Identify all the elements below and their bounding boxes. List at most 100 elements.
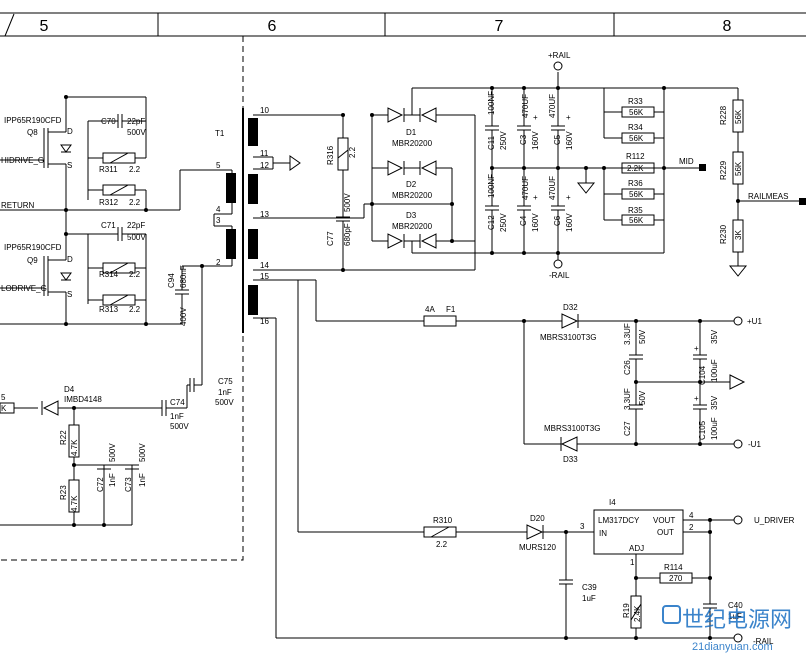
- t1-pin-12: 12: [260, 161, 269, 170]
- net-return: RETURN: [1, 201, 35, 210]
- r34-value: 56K: [629, 134, 644, 143]
- q8-part: IPP65R190CFD: [4, 116, 62, 125]
- r23-ref: R23: [59, 485, 68, 500]
- c12-value: 100NF: [487, 174, 496, 198]
- r35-value: 56K: [629, 216, 644, 225]
- c6-value: 470UF: [548, 176, 557, 200]
- pu1-terminal: [733, 316, 743, 326]
- c74-ref: C74: [170, 398, 185, 407]
- r19-value: 2.4K: [633, 605, 642, 622]
- c104-plus: +: [694, 344, 699, 353]
- r311-ref: R311: [99, 165, 118, 174]
- d2-ref: D2: [406, 180, 417, 189]
- t1-pin-10: 10: [260, 106, 269, 115]
- c40-ref: C40: [728, 601, 743, 610]
- r229-value: 56K: [734, 161, 743, 176]
- c40-value: 1uF: [728, 612, 742, 621]
- i4-adj: ADJ: [629, 544, 644, 553]
- c3-value: 470UF: [521, 94, 530, 118]
- c6-voltage: 160V: [565, 213, 574, 232]
- c74-value: 1nF: [170, 412, 184, 421]
- r312-value: 2.2: [129, 198, 141, 207]
- r316-value: 2.2: [348, 146, 357, 158]
- t1-pin-5: 5: [216, 161, 221, 170]
- r33-value: 56K: [629, 108, 644, 117]
- rail-buses: +RAIL -RAIL MID: [412, 51, 706, 280]
- c27-ref: C27: [623, 421, 632, 436]
- c105-value: 100uF: [710, 417, 719, 440]
- i4-out: OUT: [657, 528, 674, 537]
- t1-pin-3: 3: [216, 216, 221, 225]
- border-col-8: 8: [723, 18, 732, 35]
- c77-ref: C77: [326, 231, 335, 246]
- i4-vout: VOUT: [653, 516, 675, 525]
- net-hidrive: HIDRIVE_G: [1, 156, 44, 165]
- c11-voltage: 250V: [499, 131, 508, 150]
- border-col-6: 6: [268, 18, 277, 35]
- measurement-divider: R228 56K R229 56K R230 3K RAILMEAS: [664, 87, 806, 277]
- aux-supply: 4A F1 D32 MBRS3100T3G +U1 MBRS3100T3G D3…: [315, 280, 762, 464]
- r35-ref: R35: [628, 206, 643, 215]
- r310-ref: R310: [433, 516, 453, 525]
- t1-pin-2: 2: [216, 258, 221, 267]
- i4-ref: I4: [609, 498, 616, 507]
- nrail-terminal: [553, 259, 563, 269]
- r22-ref: R22: [59, 430, 68, 445]
- watermark-cn: 世纪电源网: [682, 608, 792, 633]
- lower-left-network: 5 K D4 IMBD4148 C74 1nF 500V C75 1nF 500…: [0, 377, 234, 527]
- d32-part: MBRS3100T3G: [540, 333, 596, 342]
- c5-value: 470UF: [548, 94, 557, 118]
- r19-ref: R19: [622, 603, 631, 618]
- r112-ref: R112: [626, 152, 645, 161]
- c104-voltage: 35V: [710, 329, 719, 344]
- c70-ref: C70: [101, 117, 116, 126]
- c11-value: 100NF: [487, 91, 496, 115]
- bleeder-resistors: R33 56K R34 56K R112 2.2K R36 56K R35 56…: [602, 86, 666, 253]
- c71-value: 22pF: [127, 221, 145, 230]
- r36-value: 56K: [629, 190, 644, 199]
- mosfet-q8: IPP65R190CFD Q8 D S HIDRIVE_G: [0, 97, 73, 210]
- border-frame: 5 6 7 8: [0, 12, 806, 37]
- c5-voltage: 160V: [565, 131, 574, 150]
- c73-value: 1nF: [138, 473, 147, 487]
- c4-voltage: 160V: [531, 213, 540, 232]
- partial-ref: 5: [1, 393, 6, 402]
- net-mid: MID: [679, 157, 694, 166]
- net-nrail-bottom: -RAIL: [753, 637, 774, 646]
- c73-voltage: 500V: [138, 443, 147, 462]
- c26-ref: C26: [623, 360, 632, 375]
- d3-ref: D3: [406, 211, 417, 220]
- r228-ref: R228: [719, 105, 728, 125]
- filter-capacitors: + + + + 100NF C11 250V 470UF C3 160V 470…: [485, 86, 588, 255]
- c6-plus: +: [566, 193, 571, 202]
- d1-ref: D1: [406, 128, 417, 137]
- c3-voltage: 160V: [531, 131, 540, 150]
- watermark-url: 21dianyuan.com: [692, 641, 773, 653]
- regulator: R310 2.2 D20 MURS120 3 I4 LM317DCY IN VO…: [275, 280, 795, 646]
- i4-pin-1: 1: [630, 558, 635, 567]
- net-nrail: -RAIL: [549, 271, 570, 280]
- r114-value: 270: [669, 574, 683, 583]
- c77-value: 680pF: [343, 223, 352, 246]
- d20-part: MURS120: [519, 543, 556, 552]
- c3-ref: C3: [519, 134, 528, 145]
- snubber-low: C71 22pF 500V R314 2.2 R313 2.2: [66, 221, 147, 324]
- border-col-5: 5: [40, 18, 49, 35]
- d2-part: MBR20200: [392, 191, 433, 200]
- partial-val: K: [1, 404, 7, 413]
- d3-part: MBR20200: [392, 222, 433, 231]
- q8-pin-s: S: [67, 161, 72, 170]
- r112-value: 2.2K: [627, 164, 644, 173]
- i4-pin-2: 2: [689, 523, 694, 532]
- r229-ref: R229: [719, 160, 728, 180]
- r34-ref: R34: [628, 123, 643, 132]
- f1-ref: F1: [446, 305, 456, 314]
- ground-arrow-icon: [289, 155, 301, 171]
- d33-ref: D33: [563, 455, 578, 464]
- snubber-high: C70 22pF 500V R311 2.2 R312 2.2: [66, 96, 147, 210]
- i4-pin-4: 4: [689, 511, 694, 520]
- q9-part: IPP65R190CFD: [4, 243, 62, 252]
- mosfet-q9: IPP65R190CFD Q9 D S LODRIVE_G: [0, 210, 73, 324]
- c75-value: 1nF: [218, 388, 232, 397]
- c11-ref: C11: [487, 135, 496, 150]
